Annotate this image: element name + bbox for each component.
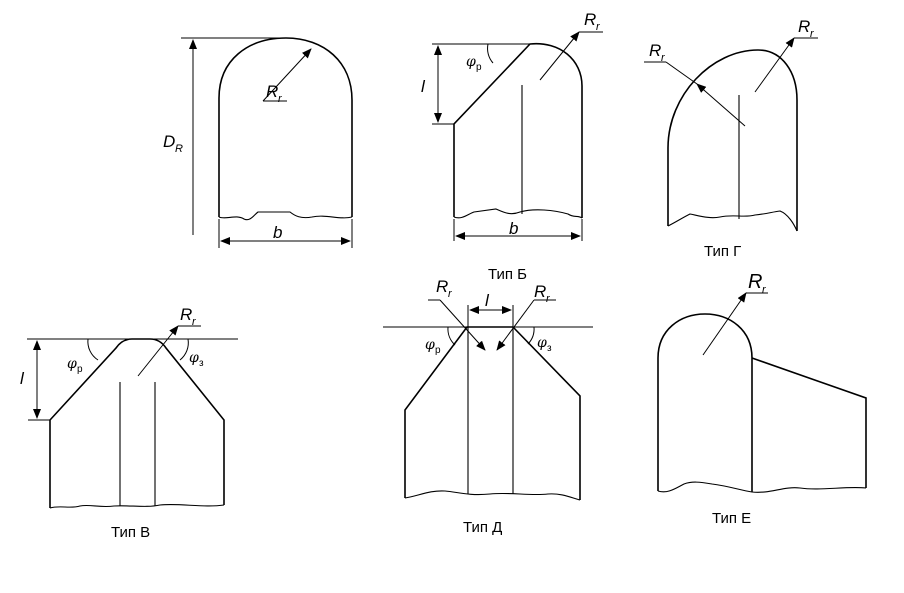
- type-v-break-line: [49, 503, 225, 509]
- label-l-v: l: [20, 369, 25, 388]
- caption-type-e: Тип Е: [712, 510, 752, 527]
- label-phi-b-sub: р: [476, 62, 482, 73]
- label-rr-4: R: [180, 305, 192, 324]
- figure-type-v: [27, 325, 238, 509]
- label-b-2: b: [509, 219, 518, 238]
- type-d-break-line: [404, 490, 581, 501]
- round-tooth-break-line: [218, 211, 353, 221]
- label-rr-5b-sub: r: [546, 293, 551, 305]
- label-rr-4-sub: r: [192, 316, 197, 328]
- label-rr-3a-sub: r: [661, 52, 666, 64]
- radius-leader: [262, 48, 312, 102]
- type-e-outline: [657, 313, 753, 492]
- type-e-rake-face: [751, 357, 867, 488]
- figure-type-d: [383, 299, 593, 501]
- label-rr-5b: R: [534, 282, 546, 301]
- type-b-outline: [453, 42, 583, 218]
- label-rr-2: R: [584, 10, 596, 29]
- caption-type-b: Тип Б: [488, 266, 528, 283]
- figure-type-e: [657, 292, 867, 493]
- type-v-phi-z-arc: [179, 338, 189, 361]
- figure-type-b: [432, 31, 603, 241]
- type-g-left-leader-tail: [665, 61, 698, 85]
- label-phi-v-z-sub: з: [199, 358, 204, 369]
- label-phi-d-p: φ: [425, 337, 435, 353]
- type-d-phi-p-arc: [447, 326, 456, 346]
- caption-type-d: Тип Д: [463, 519, 503, 536]
- type-d-phi-z-arc: [527, 326, 535, 345]
- label-phi-d-p-sub: р: [435, 345, 441, 356]
- type-e-break-line: [657, 481, 867, 493]
- type-g-break-line: [667, 210, 798, 232]
- label-l-b: l: [421, 77, 426, 96]
- caption-type-g: Тип Г: [704, 243, 742, 260]
- label-b-1: b: [273, 223, 282, 242]
- type-v-radius-leader: [137, 325, 179, 377]
- label-rr-2-sub: r: [596, 21, 601, 33]
- label-phi-d-z: φ: [537, 335, 547, 351]
- type-v-phi-p-arc: [87, 338, 99, 361]
- label-phi-v-p-sub: р: [77, 364, 83, 375]
- caption-type-v: Тип В: [111, 524, 151, 541]
- type-b-radius-leader: [539, 31, 580, 81]
- type-d-left-radius-leader: [439, 299, 486, 351]
- label-rr-1-sub: r: [278, 93, 283, 105]
- label-rr-3b: R: [798, 17, 810, 36]
- label-phi-d-z-sub: з: [547, 343, 552, 354]
- type-e-radius-leader: [702, 292, 747, 356]
- label-rr-3a: R: [649, 41, 661, 60]
- type-g-outline: [667, 49, 798, 231]
- label-rr-5a: R: [436, 277, 448, 296]
- figure-round-tooth: [181, 37, 353, 248]
- label-dr: D: [163, 132, 175, 151]
- label-phi-v-z: φ: [189, 350, 199, 366]
- label-phi-b: φ: [466, 54, 476, 70]
- label-dr-sub: R: [175, 143, 183, 155]
- label-rr-6: R: [748, 271, 762, 293]
- figure-type-g: [644, 37, 818, 232]
- label-phi-v-p: φ: [67, 356, 77, 372]
- label-rr-3b-sub: r: [810, 28, 815, 40]
- type-g-right-radius-leader: [754, 37, 795, 93]
- label-rr-6-sub: r: [762, 284, 767, 296]
- label-rr-5a-sub: r: [448, 288, 453, 300]
- type-b-break-line: [453, 208, 583, 219]
- label-rr-1: R: [266, 82, 278, 101]
- type-g-left-radius-leader: [696, 83, 746, 127]
- round-tooth-outline: [218, 37, 353, 217]
- label-l-d: l: [485, 291, 490, 310]
- type-b-phi-arc: [487, 43, 494, 64]
- type-d-right-radius-leader: [496, 299, 535, 351]
